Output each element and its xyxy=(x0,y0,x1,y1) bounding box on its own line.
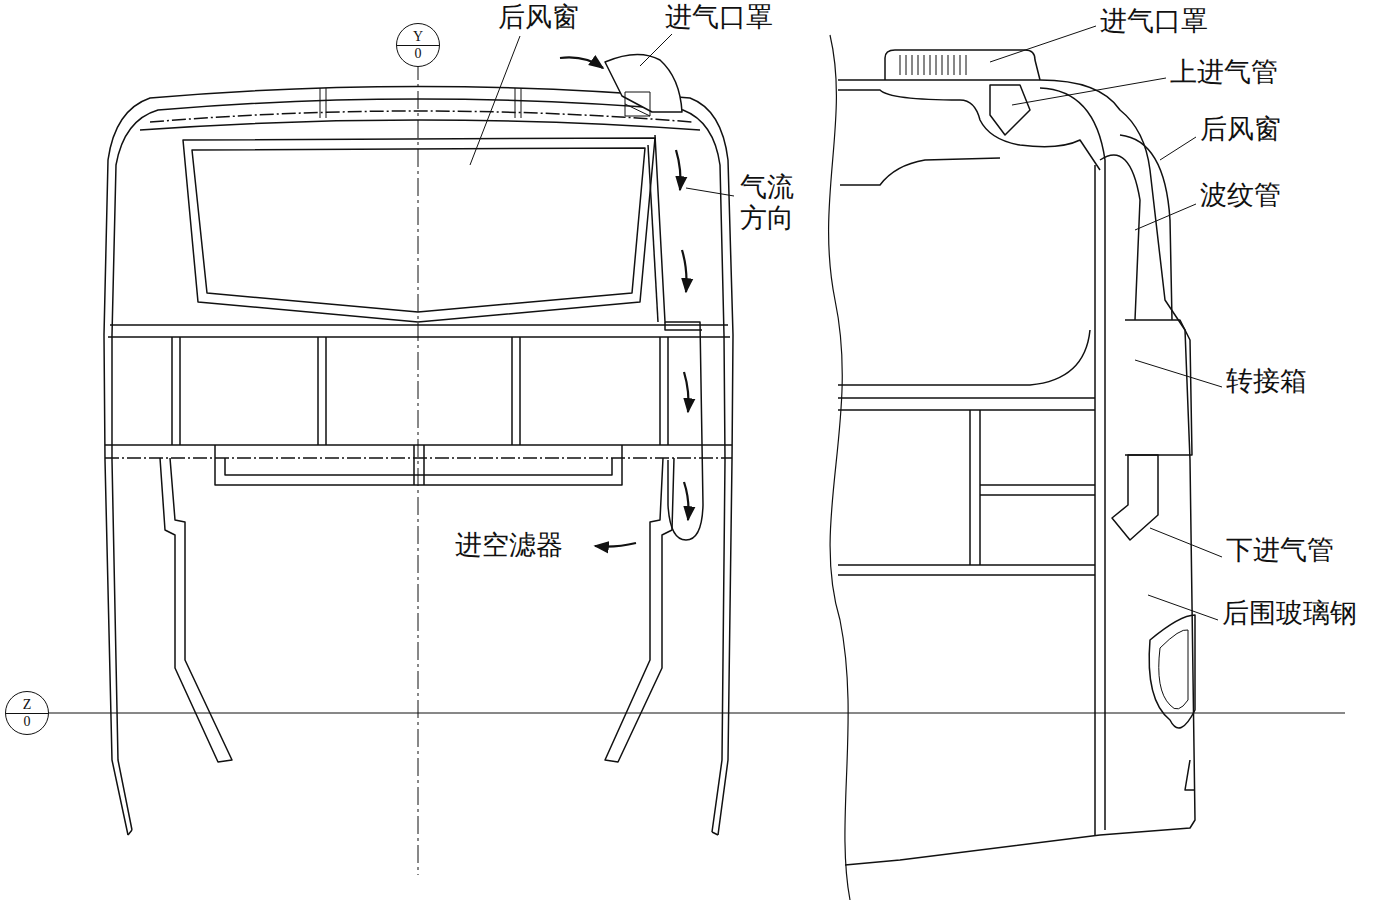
circle-divider xyxy=(397,45,439,46)
axis-label: 0 xyxy=(24,715,31,729)
part-label: 进气口罩 xyxy=(665,2,773,33)
part-label: 气流 方向 xyxy=(740,172,798,234)
axis-circle: Z0 xyxy=(5,691,49,735)
part-label: 波纹管 xyxy=(1200,180,1281,211)
part-label: 进气口罩 xyxy=(1100,6,1208,37)
part-label: 后风窗 xyxy=(498,2,579,33)
part-label: 后围玻璃钢 xyxy=(1222,598,1357,629)
part-label: 下进气管 xyxy=(1226,535,1334,566)
axis-label: 0 xyxy=(415,47,422,61)
axis-label: Z xyxy=(23,698,32,712)
circle-divider xyxy=(6,713,48,714)
part-label: 进空滤器 xyxy=(455,530,563,561)
part-label: 上进气管 xyxy=(1170,57,1278,88)
part-label: 转接箱 xyxy=(1226,366,1307,397)
axis-label: Y xyxy=(413,30,423,44)
part-label: 后风窗 xyxy=(1200,114,1281,145)
axis-circle: Y0 xyxy=(396,23,440,67)
